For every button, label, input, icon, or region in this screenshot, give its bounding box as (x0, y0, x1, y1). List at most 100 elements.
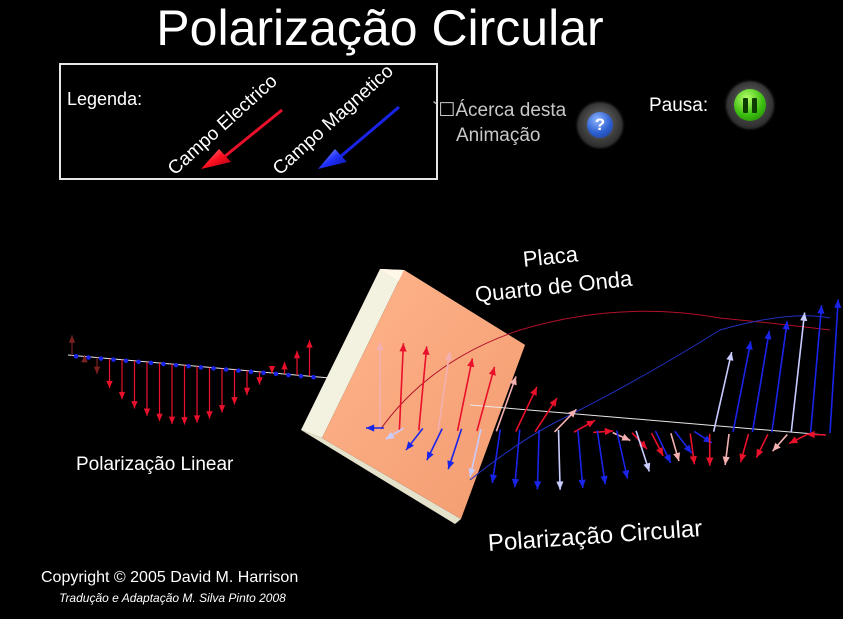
circular-magnetic-arrow (577, 430, 586, 489)
circular-electric-arrow (437, 351, 453, 431)
circular-electric-arrow (515, 386, 538, 432)
linear-electric-arrow (81, 354, 88, 363)
circular-magnetic-arrow (534, 429, 542, 490)
linear-electric-arrow (168, 364, 176, 425)
linear-magnetic-dot (311, 374, 316, 380)
circular-electric-arrow (573, 419, 596, 433)
circular-magnetic-arrow (732, 341, 753, 433)
linear-polarization-label: Polarização Linear (76, 454, 234, 475)
about-line-2: Animação (456, 125, 541, 146)
help-icon: ? (587, 112, 613, 138)
linear-magnetic-dot (173, 362, 179, 368)
circular-electric-arrow (755, 433, 769, 458)
pause-label: Pausa: (649, 95, 709, 116)
linear-magnetic-dot (223, 367, 229, 372)
electric-helix-trace (379, 310, 831, 431)
linear-electric-arrow (231, 369, 238, 405)
circular-electric-arrow (771, 434, 788, 452)
circular-magnetic-arrow (596, 430, 608, 485)
circular-magnetic-arrow (447, 428, 463, 470)
circular-electric-arrow (706, 433, 714, 466)
circular-electric-arrow (670, 433, 681, 462)
linear-electric-arrow (281, 362, 288, 375)
linear-magnetic-dot (148, 360, 154, 366)
linear-magnetic-dot (186, 363, 191, 369)
circular-magnetic-arrow (385, 427, 404, 440)
circular-electric-arrow (398, 343, 407, 431)
circular-electric-arrow (495, 376, 517, 432)
linear-magnetic-dot (123, 358, 129, 364)
about-link[interactable]: `☐Ácerca desta Animação (432, 98, 566, 148)
linear-electric-arrow (93, 357, 101, 375)
circular-magnetic-arrow (489, 429, 502, 484)
linear-electric-arrow (143, 361, 151, 416)
circular-magnetic-arrow (468, 428, 482, 478)
magnetic-arrow-icon (318, 105, 400, 169)
linear-magnetic-dot (248, 369, 254, 375)
linear-magnetic-dot (161, 361, 166, 367)
circular-electric-arrow (593, 427, 614, 436)
circular-magnetic-arrow (712, 351, 734, 432)
linear-magnetic-dot (86, 355, 91, 360)
circular-magnetic-arrow (751, 330, 772, 433)
linear-magnetic-dot (98, 356, 104, 361)
magnetic-helix-trace (469, 315, 831, 481)
linear-magnetic-dot (111, 357, 116, 362)
translation-credit: Tradução e Adaptação M. Silva Pinto 2008 (59, 591, 286, 605)
linear-magnetic-dot (198, 365, 204, 370)
circular-electric-arrow (650, 432, 664, 457)
circular-electric-arrow (376, 342, 384, 430)
circular-electric-arrow (788, 434, 807, 445)
linear-electric-arrow (106, 358, 113, 389)
linear-electric-arrow (218, 368, 226, 413)
linear-magnetic-dot (298, 373, 304, 379)
about-line-1: `☐Ácerca desta (432, 100, 567, 121)
circular-magnetic-arrow (809, 305, 825, 433)
linear-magnetic-field (73, 354, 316, 380)
legend-heading: Legenda: (67, 89, 143, 109)
circular-electric-arrow (806, 430, 827, 439)
linear-electric-arrow (256, 371, 263, 385)
circular-magnetic-arrow (771, 321, 790, 433)
linear-electric-arrow (68, 335, 76, 356)
linear-electric-arrow (193, 366, 201, 423)
circular-electric-arrow (417, 346, 430, 431)
circular-magnetic-arrow (635, 430, 651, 472)
help-button[interactable]: ? (578, 103, 622, 147)
circular-magnetic-arrow (511, 429, 521, 488)
electric-arrow-icon (201, 108, 283, 169)
page-title: Polarização Circular (156, 0, 604, 56)
circular-magnetic-arrow (556, 429, 564, 490)
circular-axis-line (469, 404, 827, 436)
linear-electric-arrow (206, 367, 213, 419)
circular-electric-arrow (534, 397, 558, 433)
circular-electric-arrow (553, 408, 578, 433)
linear-magnetic-dot (273, 371, 279, 377)
linear-magnetic-dot (211, 366, 216, 371)
linear-magnetic-dot (73, 354, 79, 359)
circular-magnetic-arrow (790, 312, 808, 433)
linear-electric-arrow (306, 340, 313, 377)
circular-magnetic-arrow (366, 424, 384, 432)
copyright-text: Copyright © 2005 David M. Harrison (41, 569, 299, 586)
linear-magnetic-dot (286, 372, 291, 378)
circular-magnetic-arrow (674, 430, 693, 454)
linear-electric-arrow (181, 365, 188, 425)
linear-electric-arrow (156, 363, 163, 422)
circular-magnetic-arrow (426, 428, 443, 461)
circular-electric-arrow (456, 358, 475, 432)
linear-magnetic-dot (236, 368, 241, 373)
circular-electric-arrow (739, 433, 750, 463)
circular-magnetic-arrow (405, 427, 424, 451)
legend-arrows (201, 105, 400, 169)
pause-button[interactable] (727, 82, 773, 128)
linear-electric-arrow (118, 359, 126, 400)
linear-electric-arrow (268, 366, 276, 374)
circular-magnetic-arrow (654, 430, 672, 464)
circular-magnetic-arrow (829, 299, 842, 434)
pause-icon (734, 89, 766, 121)
linear-magnetic-dot (261, 370, 266, 376)
circular-magnetic-arrow (615, 430, 630, 479)
circular-polarization-wave (366, 299, 842, 490)
linear-electric-arrow (293, 350, 301, 376)
